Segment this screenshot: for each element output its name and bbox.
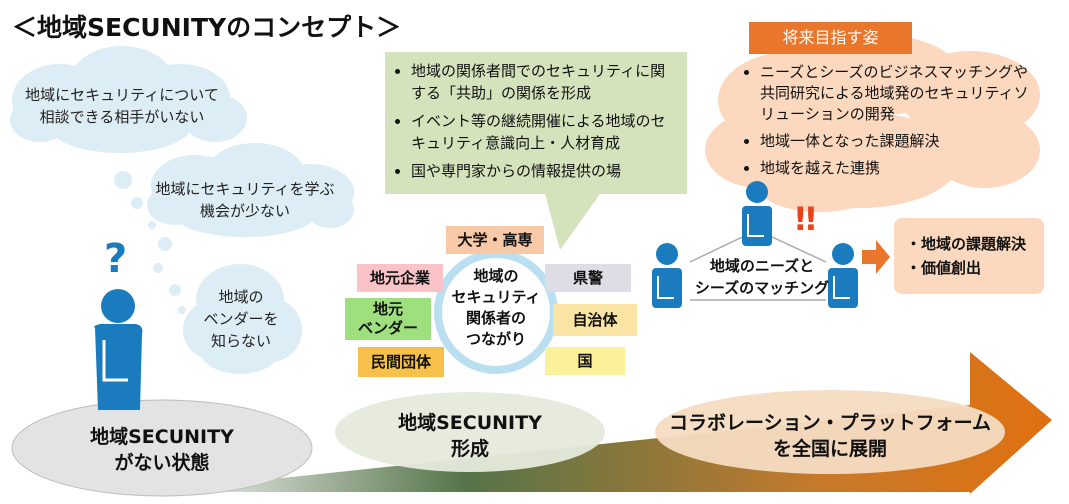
exclamation-icon: !! (793, 200, 818, 238)
cloud-text-learn: 地域にセキュリティを学ぶ 機会が少ない (150, 178, 340, 222)
cloud-line: 知らない (210, 332, 271, 350)
stage-label-2: 地域SECUNITY 形成 (350, 410, 590, 462)
stage-line: 地域SECUNITY (398, 412, 542, 434)
thought-cloud-icon (147, 143, 354, 237)
small-arrow-icon (862, 240, 890, 274)
stage-line: がない状態 (114, 452, 210, 474)
network-center-label: 地域の セキュリティ 関係者の つながり (447, 266, 545, 350)
stage-ellipse-3 (655, 390, 1005, 474)
cloud-text-vendor: 地域の ベンダーを 知らない (196, 286, 286, 352)
cloud-text-consult: 地域にセキュリティについて 相談できる相手がいない (22, 84, 222, 128)
result-item: 地域の課題解決 (906, 232, 1044, 256)
stage-line: 形成 (450, 438, 489, 460)
result-item: 価値創出 (906, 256, 1044, 280)
speech-tail (545, 194, 600, 250)
tag-national: 国 (545, 347, 625, 375)
cloud-line: 地域の (218, 288, 264, 306)
stage-label-3: コラボレーション・プラットフォーム を全国に展開 (660, 410, 1000, 462)
stage-ellipse-2 (335, 392, 605, 472)
question-mark-icon: ? (104, 236, 128, 282)
speech-bubble: 地域の関係者間でのセキュリティに関する「共助」の関係を形成 イベント等の継続開催… (385, 52, 687, 194)
tag-local-vendor: 地元 ベンダー (345, 298, 431, 340)
thought-cloud-icon (183, 264, 302, 374)
matching-line: 地域のニーズと (709, 257, 815, 275)
future-vision-item: 地域を越えた連携 (760, 158, 1030, 179)
center-line: セキュリティ (451, 288, 541, 306)
speech-item: 地域の関係者間でのセキュリティに関する「共助」の関係を形成 (411, 60, 679, 104)
stage-line: 地域SECUNITY (90, 426, 234, 448)
center-line: 地域の (473, 267, 519, 285)
future-vision-item: 地域一体となった課題解決 (760, 131, 1030, 152)
cloud-line: 相談できる相手がいない (39, 108, 205, 126)
cloud-line: 機会が少ない (199, 202, 290, 220)
stage-label-1: 地域SECUNITY がない状態 (22, 424, 302, 476)
future-vision-list: ニーズとシーズのビジネスマッチングや共同研究による地域発のセキュリティソリューシ… (740, 62, 1030, 185)
stage-line: コラボレーション・プラットフォーム (668, 412, 992, 434)
tag-police: 県警 (545, 264, 631, 292)
tag-university: 大学・高専 (446, 226, 544, 254)
future-vision-title: 将来目指す姿 (749, 22, 912, 54)
page-title: ＜地域SECUNITYのコンセプト＞ (12, 13, 402, 42)
center-line: 関係者の (465, 309, 526, 327)
center-line: つながり (465, 330, 526, 348)
cloud-line: 地域にセキュリティを学ぶ (155, 180, 335, 198)
person-icon (94, 289, 143, 410)
future-vision-item: ニーズとシーズのビジネスマッチングや共同研究による地域発のセキュリティソリューシ… (760, 62, 1030, 125)
cloud-line: 地域にセキュリティについて (25, 86, 219, 104)
tag-private-org: 民間団体 (358, 347, 444, 377)
thought-dots (114, 171, 186, 314)
cloud-line: ベンダーを (203, 310, 279, 328)
matching-line: シーズのマッチング (694, 279, 830, 297)
tag-local-company: 地元企業 (357, 264, 443, 292)
future-cloud (705, 35, 1040, 212)
result-box: 地域の課題解決 価値創出 (894, 218, 1044, 294)
tag-municipality: 自治体 (553, 304, 637, 336)
thought-cloud-icon (10, 46, 247, 153)
matching-label: 地域のニーズと シーズのマッチング (694, 255, 830, 299)
speech-item: イベント等の継続開催による地域のセキュリティ意識向上・人材育成 (411, 110, 679, 154)
stage-ellipse-1 (11, 399, 313, 497)
stage-line: を全国に展開 (772, 438, 887, 460)
speech-item: 国や専門家からの情報提供の場 (411, 160, 679, 182)
